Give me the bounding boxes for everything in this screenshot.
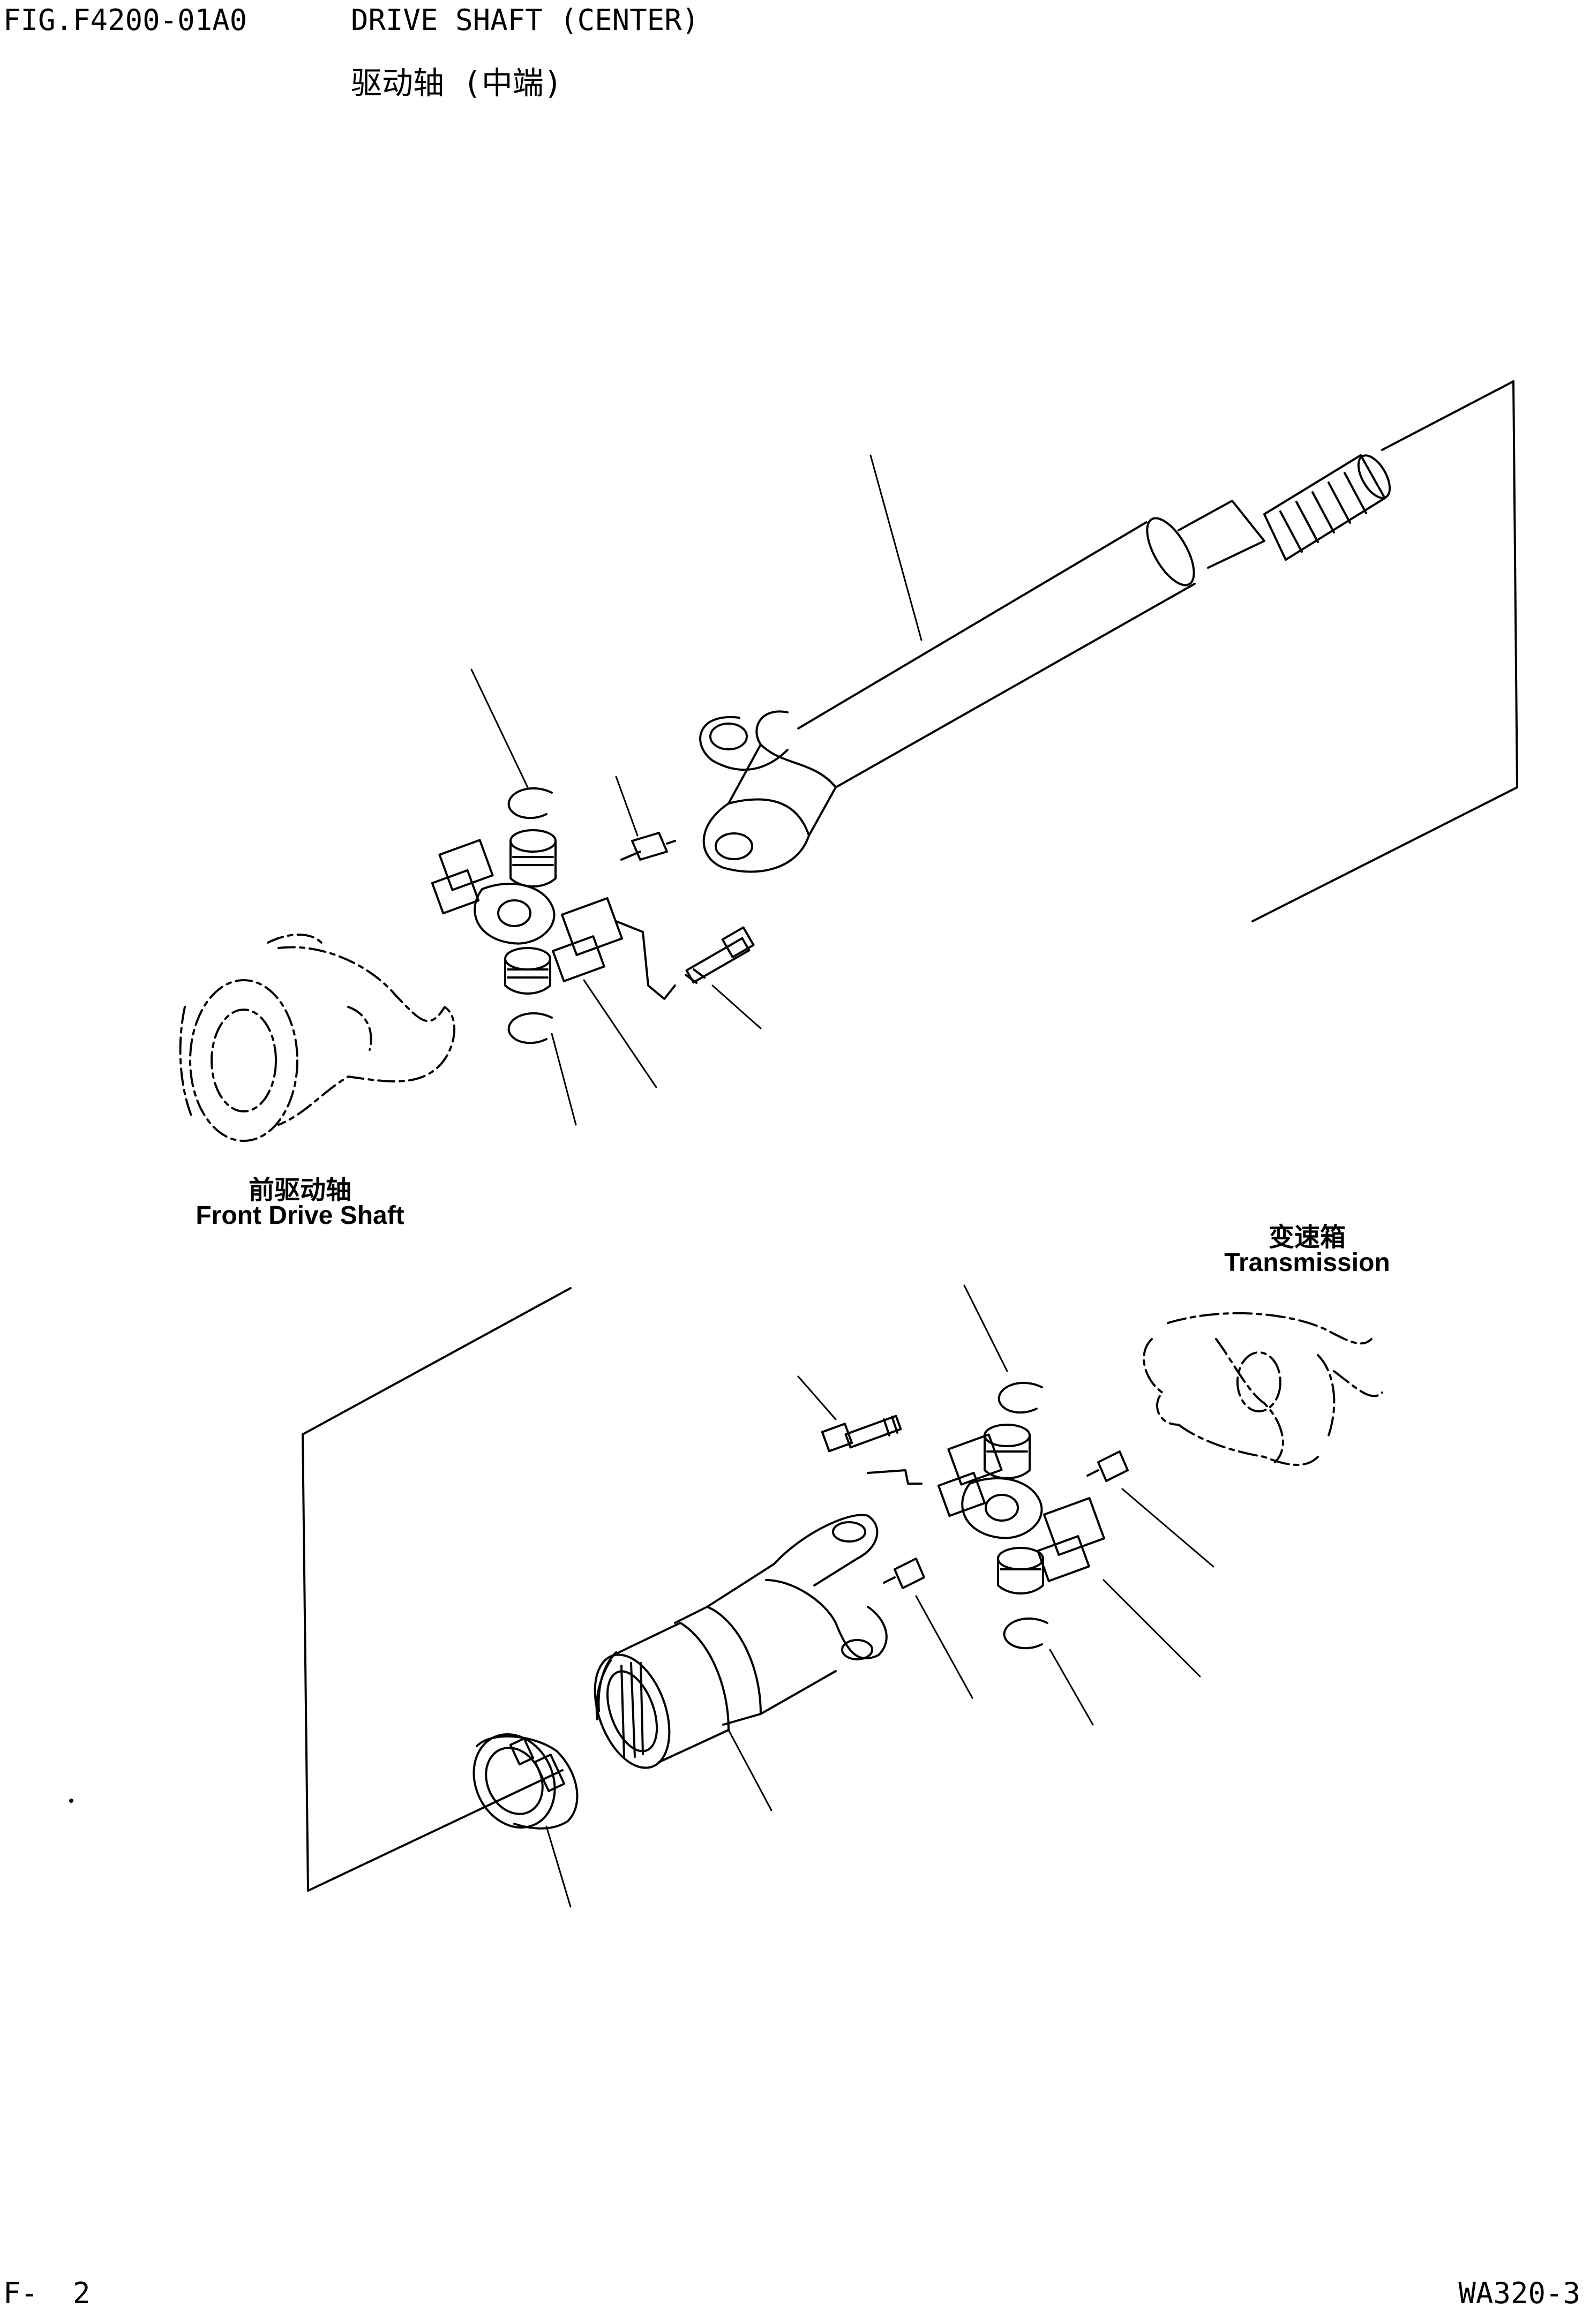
universal-joint-upper [432,830,675,999]
front-drive-shaft-housing [181,935,455,1141]
leader-lines-lower [546,1285,1213,1907]
shaft-yoke-lower [675,1515,887,1725]
transmission-label-en: Transmission [1224,1249,1390,1277]
bolt-upper [686,928,754,983]
snap-ring-lower-bottom [1004,1619,1047,1648]
lower-reference-frame [303,1288,921,1891]
grease-fitting-lower-left [884,1559,924,1588]
figure-id: FIG.F4200-01A0 [3,3,248,37]
transmission-label-zh: 变速箱 [1268,1223,1346,1252]
grease-fitting-lower-right [1088,1451,1128,1481]
front-drive-shaft-label-en: Front Drive Shaft [196,1201,404,1230]
shaft-yoke-upper [700,711,836,871]
front-drive-shaft-label-zh: 前驱动轴 [248,1176,351,1205]
snap-ring-upper-top [509,788,552,818]
slip-sleeve-lower [581,1623,729,1778]
snap-ring-upper-bottom [509,1013,552,1043]
spline-nut-lower [459,1721,578,1841]
upper-reference-frame [1252,381,1517,921]
transmission-housing [1144,1313,1382,1465]
stray-mark [70,1800,72,1802]
page-title-zh: 驱动轴 (中端) [351,65,562,101]
bolt-lower [822,1416,901,1451]
leader-lines-upper [471,455,921,1125]
snap-ring-lower-top [999,1383,1042,1412]
grease-fitting-upper [621,833,675,860]
model-number: WA320-3 [1458,2276,1580,2310]
drive-shaft-tube [798,450,1396,787]
page-number: F- 2 [3,2276,91,2310]
page-title-en: DRIVE SHAFT (CENTER) [351,3,700,37]
universal-joint-lower [939,1425,1104,1593]
